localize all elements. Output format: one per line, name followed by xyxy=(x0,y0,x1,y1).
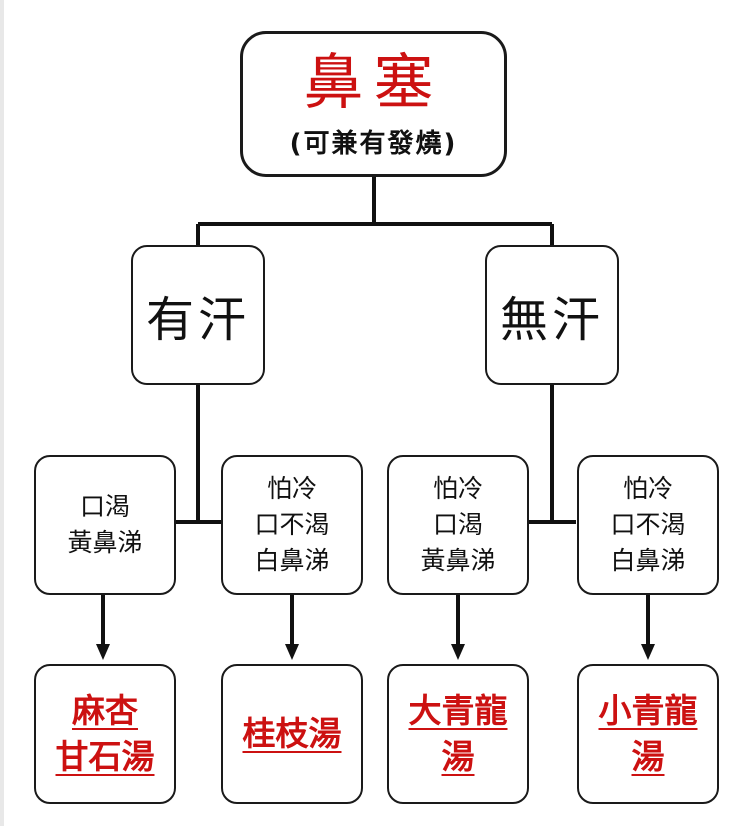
arrow-head-4 xyxy=(641,644,655,660)
formula-node: 麻杏 甘石湯 xyxy=(34,664,176,804)
condition-line: 黃鼻涕 xyxy=(420,546,496,575)
arrow-head-1 xyxy=(96,644,110,660)
condition-node: 怕冷 口不渴 白鼻涕 xyxy=(221,455,363,595)
root-node: 鼻塞 (可兼有發燒) xyxy=(240,31,507,177)
branch-node-sweat: 有汗 xyxy=(131,245,265,385)
branch-node-no-sweat: 無汗 xyxy=(485,245,619,385)
formula-line: 大青龍 xyxy=(408,691,508,730)
branch-label: 有汗 xyxy=(145,292,250,348)
arrow-head-3 xyxy=(451,644,465,660)
condition-line: 口渴 xyxy=(432,510,483,539)
formula-line: 湯 xyxy=(441,737,475,776)
condition-line: 口不渴 xyxy=(254,510,330,539)
formula-node: 桂枝湯 xyxy=(221,664,363,804)
left-border xyxy=(0,0,4,826)
condition-node: 怕冷 口渴 黃鼻涕 xyxy=(387,455,529,595)
root-subtitle: (可兼有發燒) xyxy=(289,128,458,159)
condition-line: 口不渴 xyxy=(610,510,686,539)
condition-line: 怕冷 xyxy=(432,474,483,503)
formula-line: 湯 xyxy=(631,737,665,776)
condition-line: 口渴 xyxy=(79,492,130,521)
formula-node: 小青龍 湯 xyxy=(577,664,719,804)
formula-line: 小青龍 xyxy=(598,691,698,730)
formula-line: 甘石湯 xyxy=(55,737,155,776)
condition-line: 怕冷 xyxy=(622,474,673,503)
formula-line: 麻杏 xyxy=(72,691,138,730)
condition-line: 白鼻涕 xyxy=(254,546,330,575)
condition-node: 口渴 黃鼻涕 xyxy=(34,455,176,595)
condition-line: 黃鼻涕 xyxy=(67,528,143,557)
formula-node: 大青龍 湯 xyxy=(387,664,529,804)
formula-line: 桂枝湯 xyxy=(242,714,342,753)
condition-line: 怕冷 xyxy=(266,474,317,503)
root-title: 鼻塞 xyxy=(303,47,444,118)
arrow-head-2 xyxy=(285,644,299,660)
condition-node: 怕冷 口不渴 白鼻涕 xyxy=(577,455,719,595)
condition-line: 白鼻涕 xyxy=(610,546,686,575)
branch-label: 無汗 xyxy=(499,292,604,348)
